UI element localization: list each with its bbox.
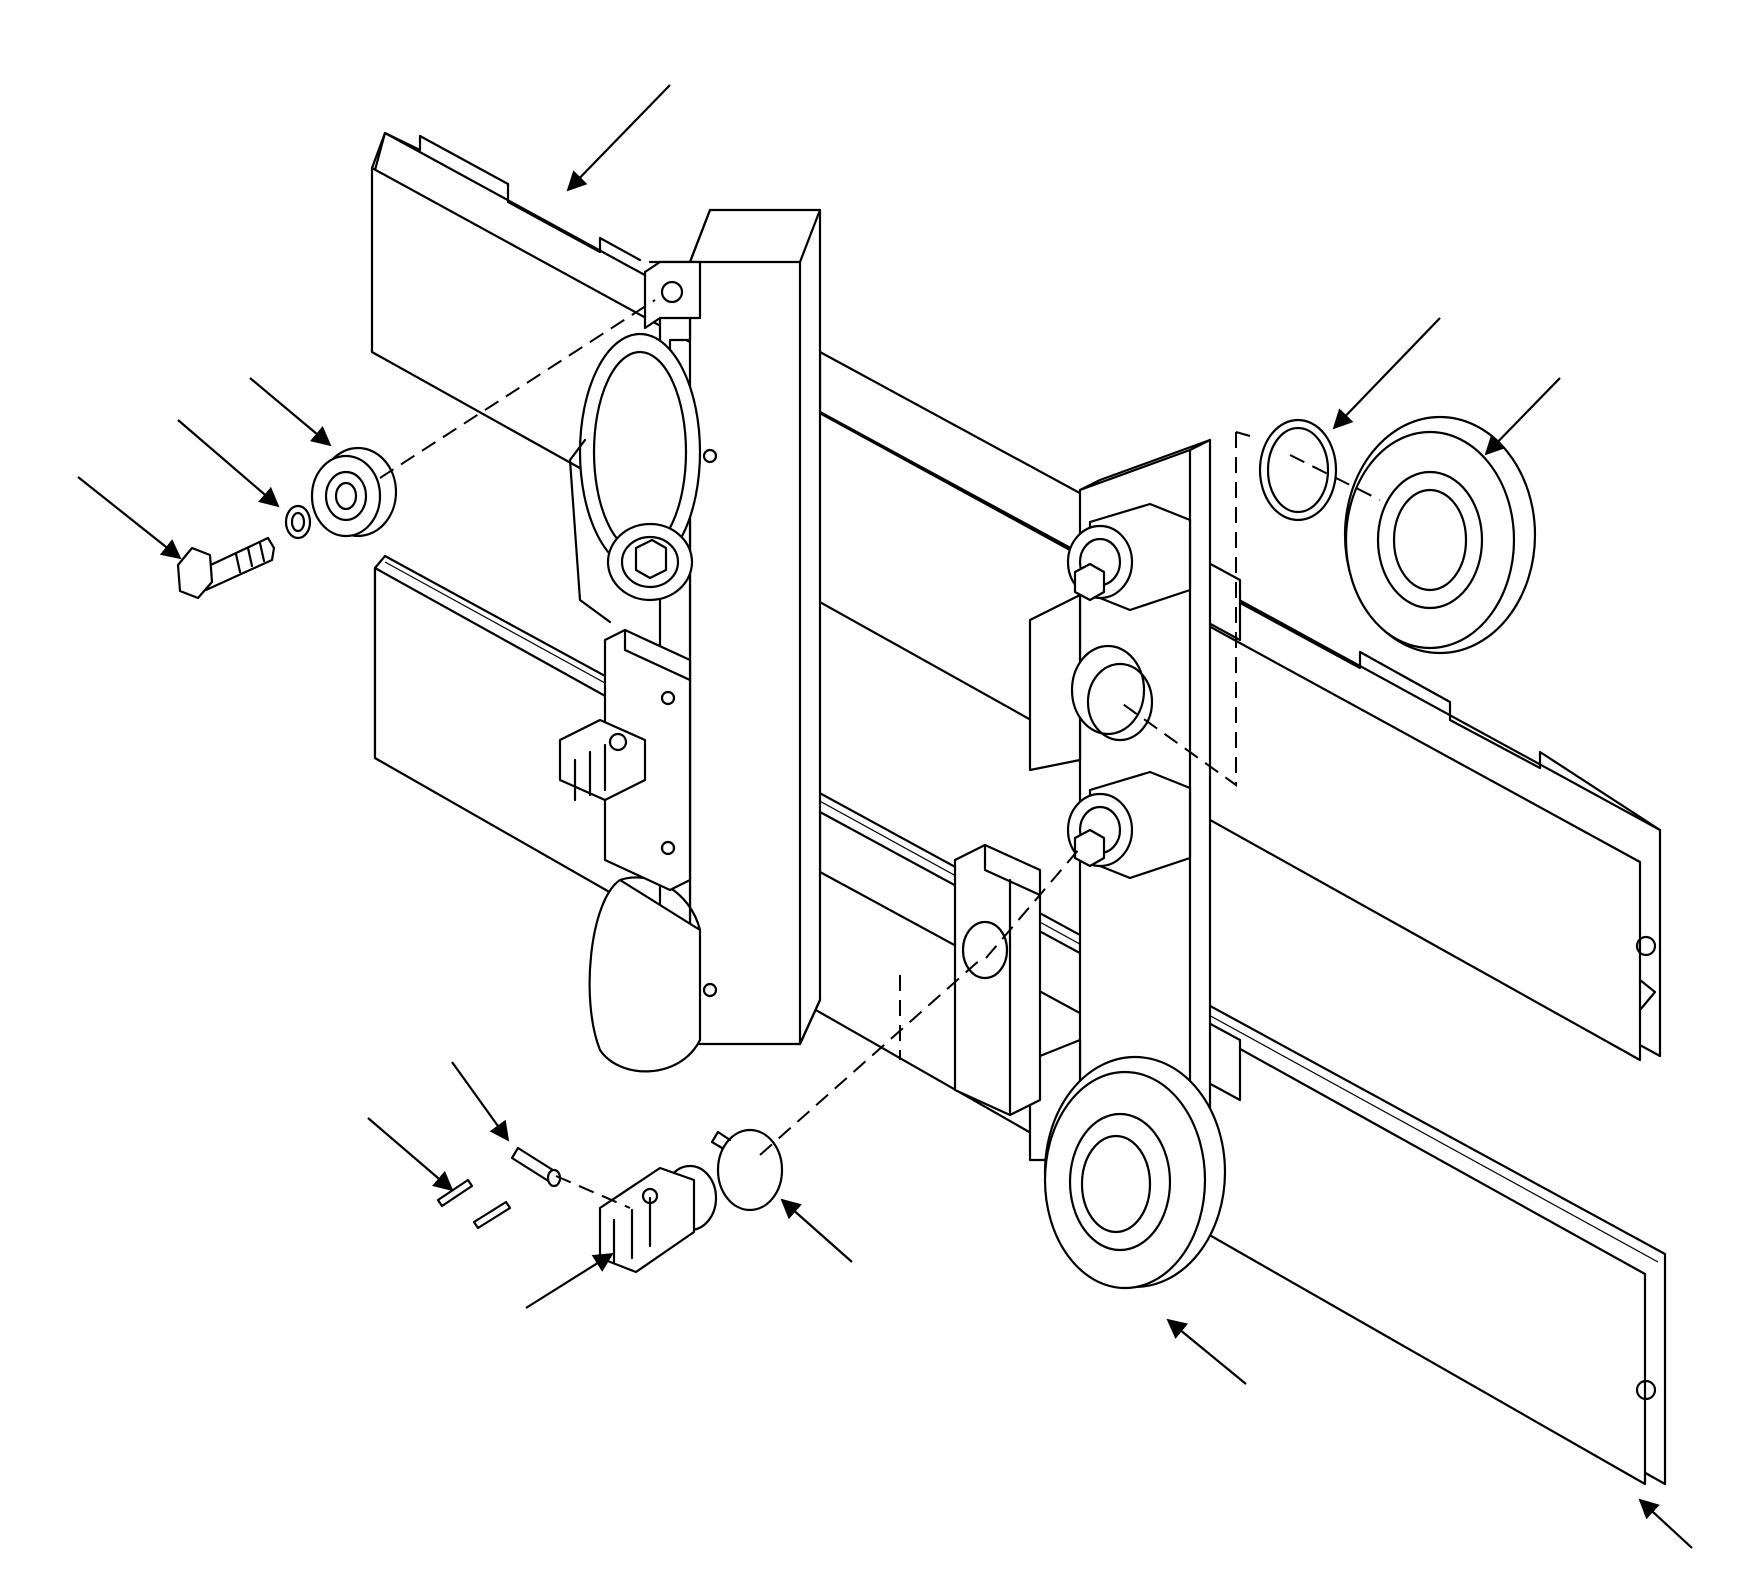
callout-leader — [1332, 317, 1441, 430]
callout-leader — [177, 419, 280, 508]
callout-leader — [525, 1252, 614, 1309]
callout-leader — [77, 476, 182, 560]
assembly-center-lines — [379, 299, 1381, 1209]
callout-leaders — [77, 84, 1693, 1549]
callout-leader — [451, 1061, 510, 1142]
rail-end-hole — [1635, 1379, 1657, 1401]
rail-end-hole — [1635, 935, 1657, 957]
exploded-clevis — [598, 1164, 718, 1274]
callout-leader — [367, 1117, 454, 1192]
exploded-seal-ring — [1258, 418, 1338, 522]
callout-leader — [1484, 377, 1561, 456]
callout-leader — [249, 377, 332, 447]
callout-leader — [780, 1198, 853, 1263]
callout-leader — [566, 84, 671, 192]
exploded-lock-washer — [284, 504, 312, 540]
exploded-snap-ring — [710, 1128, 784, 1212]
callout-leader — [1166, 1318, 1247, 1385]
right-upper-roller — [1066, 502, 1192, 612]
right-center-stud — [1070, 644, 1154, 742]
left-bracket — [558, 628, 692, 892]
exploded-bearing-small — [310, 446, 398, 538]
right-lower-roller — [1066, 770, 1192, 880]
hex-nut-icon — [634, 538, 668, 580]
right-bracket — [953, 843, 1042, 1117]
callout-leader — [1638, 1498, 1693, 1549]
exploded-large-bearing — [1343, 415, 1537, 655]
exploded-cotter-pins — [436, 1178, 512, 1230]
exploded-pin — [510, 1146, 562, 1188]
left-mid-roller — [606, 522, 694, 602]
exploded-hex-bolt — [176, 536, 276, 600]
right-lower-wheel — [1043, 1055, 1227, 1290]
hex-nut-icon — [1073, 828, 1106, 868]
hex-nut-icon — [1073, 562, 1106, 602]
